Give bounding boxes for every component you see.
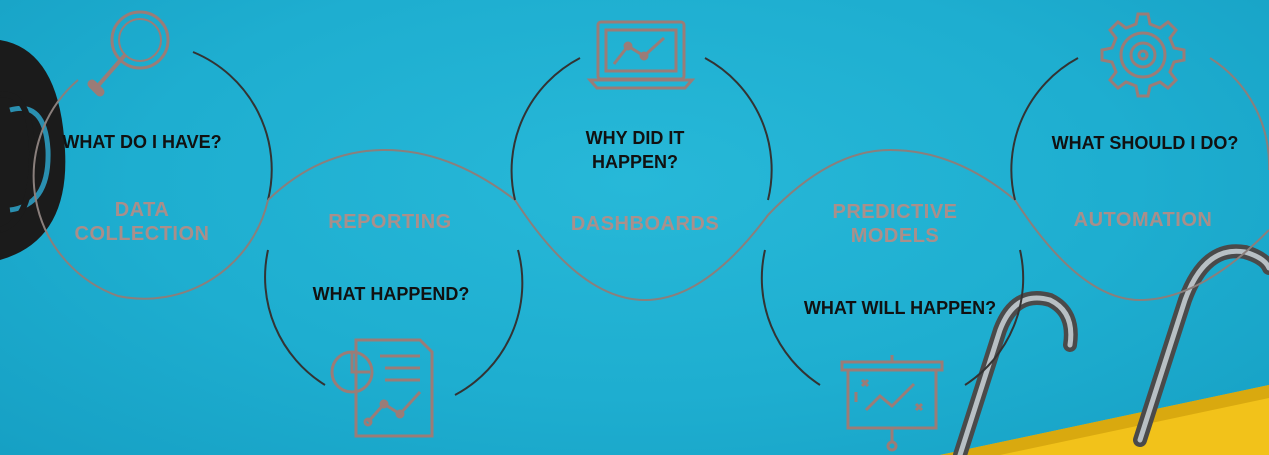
question-predictive: WHAT WILL HAPPEN?	[803, 298, 997, 318]
presentation-board-icon	[840, 355, 944, 452]
report-document-icon	[330, 338, 434, 438]
magnifier-icon	[87, 10, 170, 97]
question-reporting: WHAT HAPPEND?	[312, 284, 470, 304]
flow-arcs	[32, 51, 1269, 396]
question-automation: WHAT SHOULD I DO?	[1051, 133, 1239, 153]
gear-target-icon	[1100, 12, 1186, 98]
pool-ladder-decoration	[940, 244, 1269, 455]
stage-dashboards: DASHBOARDS	[570, 213, 720, 235]
stage-data-collection: DATA COLLECTION	[74, 199, 210, 245]
stage-reporting: REPORTING	[328, 211, 452, 233]
question-dashboards: WHY DID IT HAPPEN?	[585, 128, 685, 172]
laptop-chart-icon	[586, 20, 696, 90]
stage-predictive: PREDICTIVE MODELS	[832, 201, 958, 247]
stage-automation: AUTOMATION	[1073, 209, 1213, 231]
dark-swirl-decoration	[0, 40, 66, 260]
question-data-collection: WHAT DO I HAVE?	[62, 132, 222, 152]
